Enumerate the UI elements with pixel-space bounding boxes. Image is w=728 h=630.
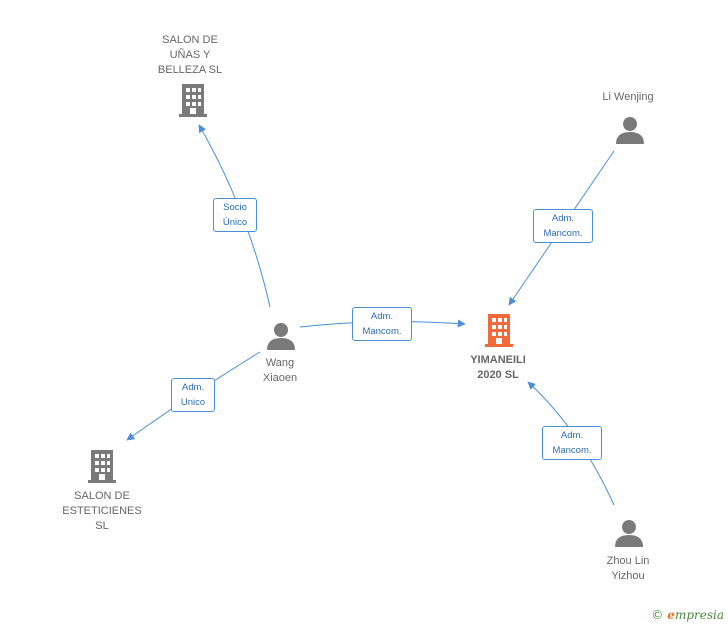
- edge-label-zhou-adm-mancom: Adm. Mancom.: [542, 426, 602, 460]
- building-icon[interactable]: [179, 84, 207, 117]
- edge-label-adm-unico: Adm. Unico: [171, 378, 215, 412]
- node-label-wang-xiaoen[interactable]: Wang Xiaoen: [262, 357, 298, 384]
- person-icon[interactable]: [267, 323, 295, 350]
- edge-label-wang-adm-mancom: Adm. Mancom.: [352, 307, 412, 341]
- edge-label-socio-unico: Socio Único: [213, 198, 257, 232]
- person-icon[interactable]: [615, 520, 643, 547]
- brand-name: mpresia: [674, 608, 724, 622]
- building-focus-icon[interactable]: [485, 314, 513, 347]
- person-icon[interactable]: [616, 117, 644, 144]
- copyright-icon: ©: [651, 608, 664, 622]
- node-label-salon-unas[interactable]: SALON DE UÑAS Y BELLEZA SL: [157, 34, 223, 76]
- node-label-zhou-lin[interactable]: Zhou Lin Yizhou: [606, 555, 650, 582]
- node-label-li-wenjing[interactable]: Li Wenjing: [602, 91, 654, 103]
- building-icon[interactable]: [88, 450, 116, 483]
- brand-e: e: [667, 608, 675, 622]
- node-label-salon-estet[interactable]: SALON DE ESTETICIENES SL: [62, 490, 142, 532]
- edge-label-li-adm-mancom: Adm. Mancom.: [533, 209, 593, 243]
- node-label-yimaneili[interactable]: YIMANEILI 2020 SL: [470, 354, 526, 381]
- brand-logo: ©empresia: [651, 608, 724, 622]
